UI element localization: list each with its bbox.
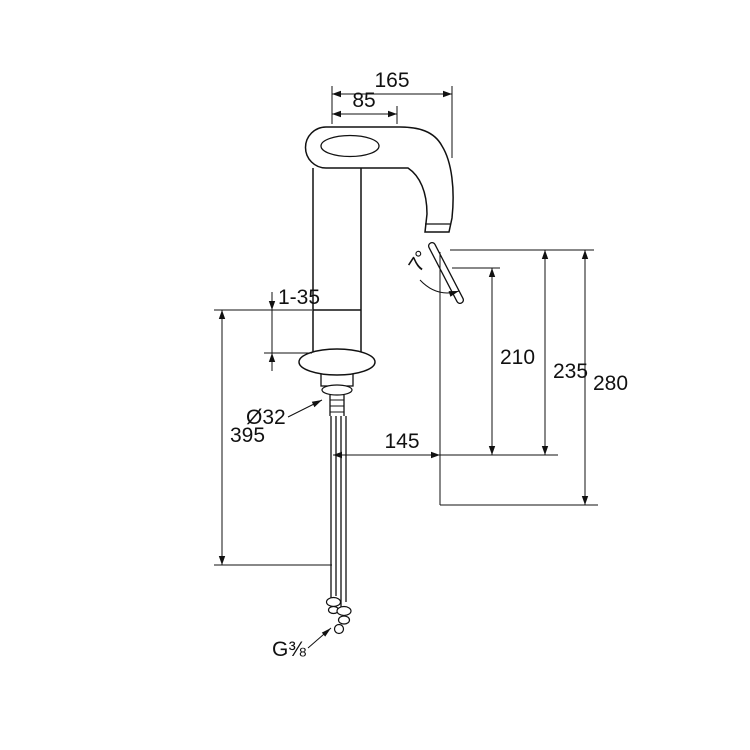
escutcheon-base [298, 348, 376, 396]
dim-label-210: 210 [500, 346, 535, 369]
dim-label-85: 85 [352, 89, 375, 112]
dim-label-235: 235 [553, 360, 588, 383]
dim-label-395: 395 [230, 424, 265, 447]
arrowhead [431, 451, 440, 459]
arrowhead [541, 446, 549, 455]
supply-hoses [330, 416, 347, 608]
dim-label-280: 280 [593, 372, 628, 395]
arrowhead [581, 250, 589, 259]
lever-handle-fill [429, 243, 463, 303]
dim-label-7deg: 7° [404, 247, 434, 276]
arrowhead [388, 110, 397, 118]
connector-fitting [325, 596, 342, 608]
dim-label-1-35: 1-35 [278, 286, 320, 309]
arrowhead [268, 353, 276, 362]
dimension-width-partial: 85 [332, 89, 398, 124]
arrowhead [311, 400, 322, 408]
base-washer [321, 384, 353, 396]
arrowhead [333, 451, 342, 459]
arrowhead [448, 291, 459, 297]
reference-lines [333, 249, 598, 506]
dimension-height-total: 280 [581, 250, 628, 505]
connector-end [333, 623, 345, 635]
arrowhead [218, 310, 226, 319]
dim-label-g38: G⅜ [272, 638, 306, 661]
dim-label-dia32: Ø32 [246, 406, 286, 429]
callout-hole-diameter: Ø32 [246, 399, 323, 429]
dimension-spout-reach: 145 [333, 430, 440, 459]
cartridge-cap-ellipse [320, 134, 380, 158]
dimension-depth-below: 395 [214, 310, 332, 566]
arrowhead [443, 90, 452, 98]
hose-connectors [325, 596, 352, 635]
arrowhead [332, 110, 341, 118]
dimension-width-total: 165 [331, 69, 453, 158]
dimension-height-outlet: 210 [488, 268, 535, 455]
dimension-height-mid: 235 [541, 250, 588, 455]
connector-fitting [337, 615, 351, 625]
dimension-clamp-range: 1-35 [214, 286, 320, 371]
connector-fitting [336, 605, 352, 617]
arrowhead [488, 268, 496, 277]
riser-column [312, 168, 362, 352]
arrowhead [268, 301, 276, 310]
arrowhead [581, 496, 589, 505]
arrowhead [218, 556, 226, 565]
arrowhead [488, 446, 496, 455]
dim-label-145: 145 [384, 430, 419, 453]
arrowhead [541, 250, 549, 259]
faucet [298, 126, 464, 635]
arrowhead [321, 628, 331, 637]
arrowhead [332, 90, 341, 98]
callout-thread-size: G⅜ [272, 627, 332, 661]
escutcheon [298, 348, 376, 376]
dim-label-165: 165 [374, 69, 409, 92]
lever-handle [428, 242, 464, 304]
threaded-shank [329, 395, 345, 416]
